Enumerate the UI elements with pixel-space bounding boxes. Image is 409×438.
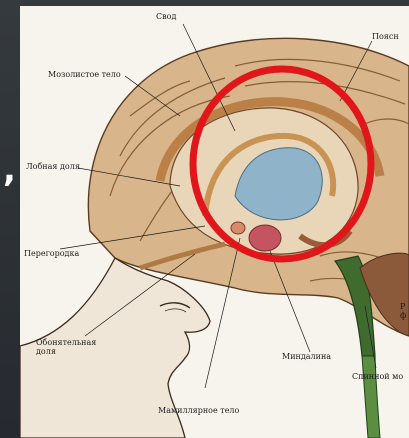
label-mozolistoe-telo: Мозолистое тело xyxy=(48,70,121,79)
mammillary-body xyxy=(231,222,245,234)
spinal-cord xyxy=(362,356,380,438)
label-svod: Свод xyxy=(156,12,176,21)
label-retikulyarnaya-1: Р xyxy=(400,302,405,311)
label-mindalina: Миндалина xyxy=(282,352,331,361)
label-obonyatelnaya-2: доля xyxy=(36,347,56,356)
slide-punctuation: , xyxy=(3,150,16,190)
amygdala xyxy=(249,225,281,251)
label-mamillyarnoe-telo: Мамиллярное тело xyxy=(158,406,239,415)
label-obonyatelnaya-1: Обонятельная xyxy=(36,338,96,347)
label-poyasnaya: Поясн xyxy=(372,32,399,41)
label-peregorodka: Перегородка xyxy=(24,249,79,258)
label-lobnaya-dolya: Лобная доля xyxy=(26,162,80,171)
label-spinnoy-mozg: Спинной мо xyxy=(352,372,403,381)
brain-anatomy-illustration: Свод Поясн Мозолистое тело Лобная доля П… xyxy=(20,6,409,438)
label-retikulyarnaya-2: ф xyxy=(400,311,406,320)
